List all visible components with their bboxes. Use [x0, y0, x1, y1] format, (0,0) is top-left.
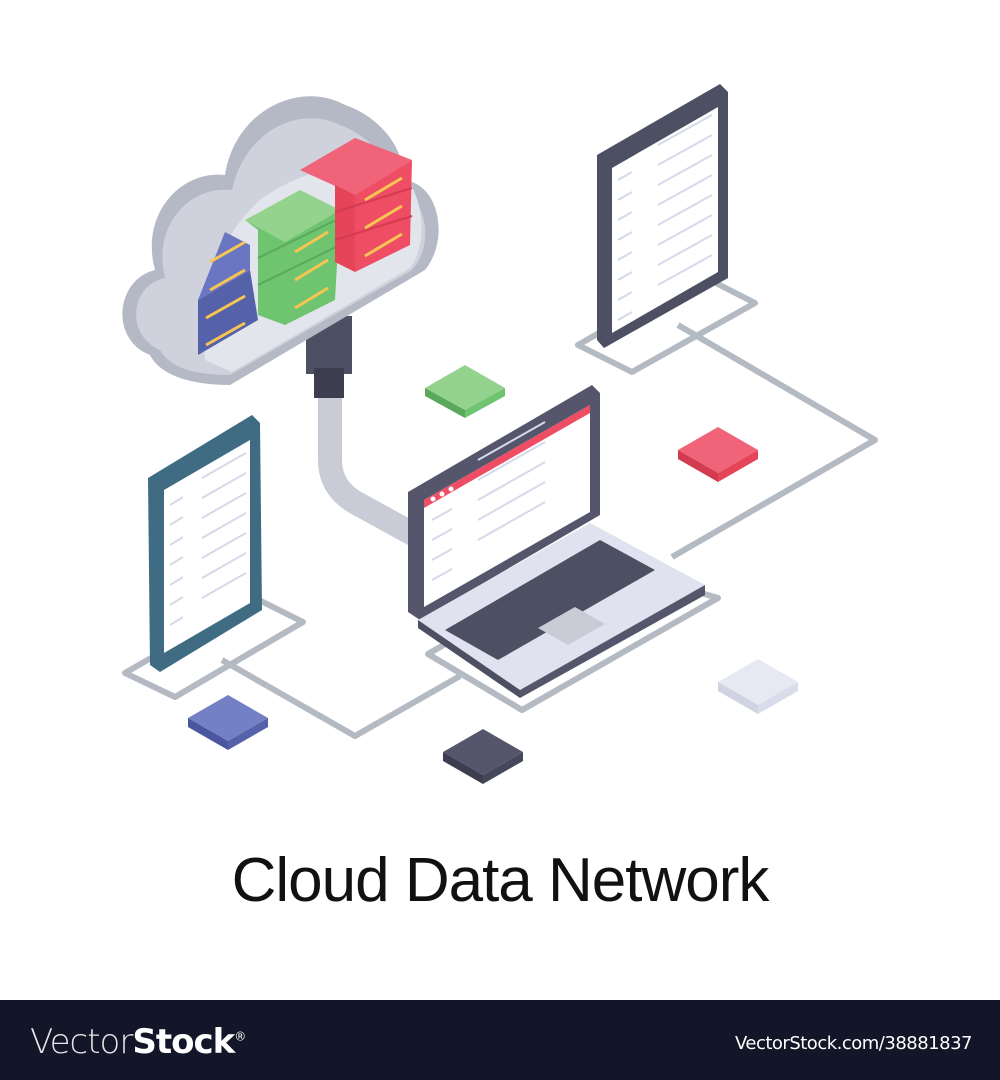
- image-url: VectorStock.com/38881837: [734, 1033, 973, 1054]
- tablet-icon: [597, 84, 728, 348]
- usb-cable: [306, 316, 426, 549]
- tile-green-icon: [425, 365, 505, 418]
- registered-mark: ®: [234, 1029, 246, 1044]
- smartphone-icon: [148, 415, 262, 672]
- tile-light-icon: [718, 659, 798, 714]
- tile-dark-icon: [443, 729, 523, 784]
- brand-bold: Stock: [132, 1022, 235, 1062]
- vectorstock-logo: VectorStock®: [30, 1022, 246, 1062]
- tile-blue-icon: [188, 695, 268, 750]
- laptop-icon: [408, 385, 705, 698]
- server-stack-green: [245, 190, 341, 325]
- illustration-title: Cloud Data Network: [231, 846, 770, 915]
- watermark-footer: VectorStock® VectorStock.com/38881837: [0, 1000, 1000, 1080]
- server-stack-blue: [198, 232, 258, 355]
- tile-red-icon: [678, 427, 758, 482]
- cloud-data-network-illustration: [122, 84, 878, 784]
- server-stack-red: [300, 138, 413, 272]
- brand-light: Vector: [30, 1022, 133, 1062]
